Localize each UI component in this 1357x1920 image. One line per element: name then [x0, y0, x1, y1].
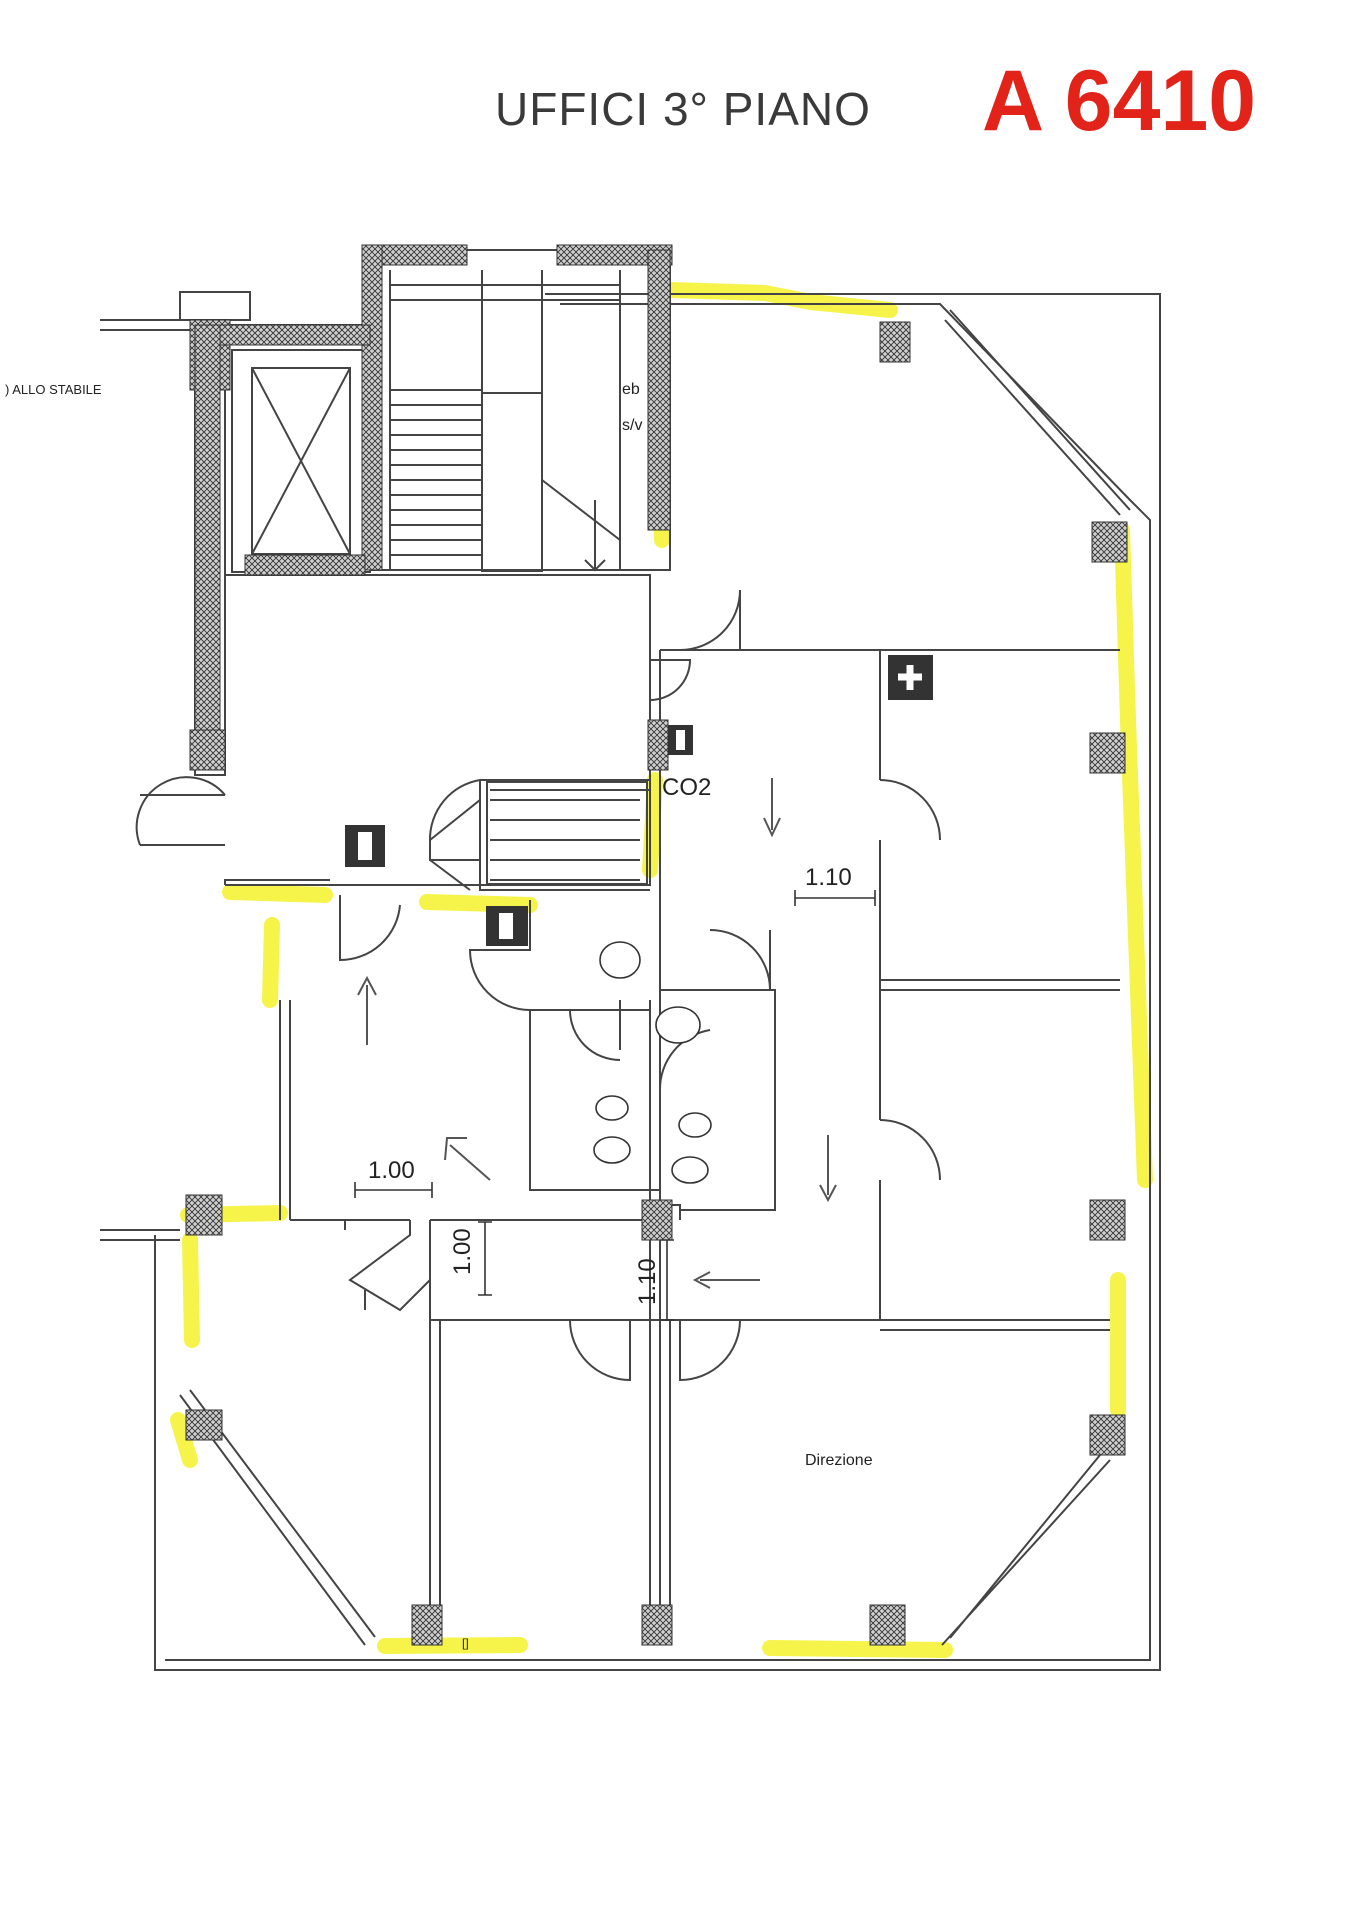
dimension-label: 1.00	[449, 1228, 476, 1275]
fire-extinguisher-icon	[486, 906, 528, 946]
structural-columns	[185, 244, 1128, 1646]
safety-signs	[345, 655, 933, 946]
dimension-label: 1.00	[368, 1157, 415, 1184]
escape-arrows	[357, 778, 837, 1289]
plan-title: UFFICI 3° PIANO	[495, 83, 871, 135]
plan-code: A 6410	[982, 53, 1257, 149]
dimension-lines	[354, 890, 876, 1321]
access-label: ) ALLO STABILE	[5, 382, 102, 397]
fire-extinguisher-icon	[345, 825, 385, 867]
dimension-label: 1.10	[634, 1258, 661, 1305]
co2-label: CO2	[662, 774, 711, 801]
interior-fixtures	[429, 781, 648, 891]
highlight-marks	[170, 282, 1153, 1658]
label-eb: eb	[622, 381, 640, 398]
first-aid-icon	[888, 655, 933, 700]
outer-walls	[100, 293, 1161, 1671]
fire-extinguisher-icon	[668, 725, 693, 755]
dimension-label: 1.10	[805, 864, 852, 891]
label-sv: s/v	[622, 417, 642, 434]
small-marker: []	[462, 1636, 469, 1650]
room-label: Direzione	[805, 1452, 873, 1469]
toilet-fixtures	[593, 941, 712, 1184]
